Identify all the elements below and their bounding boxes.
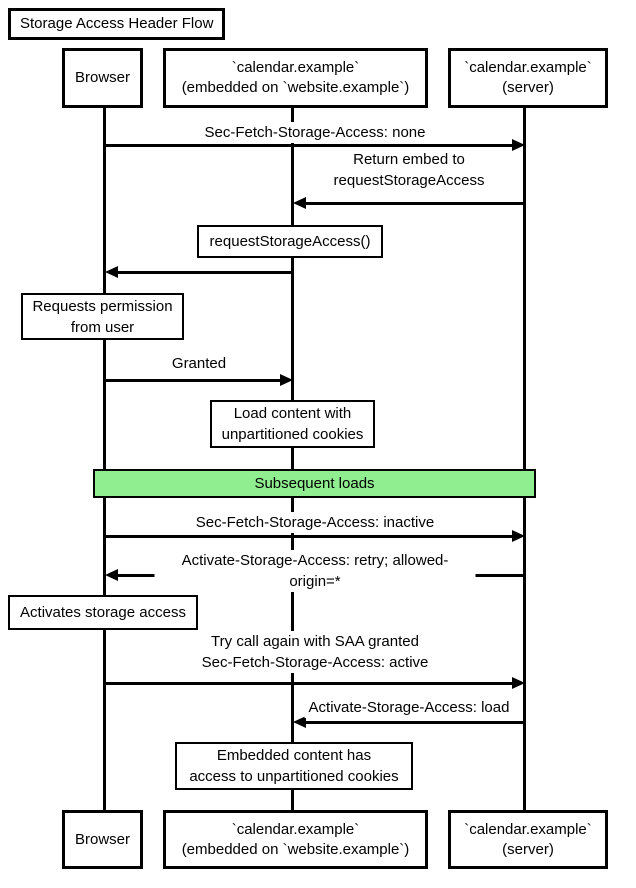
note-load-content: Load content with unpartitioned cookies <box>210 400 375 448</box>
arrow-line <box>105 535 514 538</box>
message-label-sec-fetch-none: Sec-Fetch-Storage-Access: none <box>200 122 430 143</box>
arrow-line <box>105 682 514 685</box>
note-activates-storage: Activates storage access <box>8 595 198 630</box>
actor-label: `calendar.example` (server) <box>464 820 592 858</box>
arrowhead-right-icon <box>512 530 525 542</box>
message-label-granted: Granted <box>167 353 231 374</box>
actor-browser-bottom: Browser <box>62 810 143 869</box>
note-requests-permission: Requests permission from user <box>21 293 184 340</box>
arrowhead-left-icon <box>105 266 118 278</box>
arrowhead-left-icon <box>293 716 306 728</box>
message-label-return-embed: Return embed to requestStorageAccess <box>329 149 489 191</box>
arrow-line <box>115 271 293 274</box>
arrowhead-right-icon <box>512 139 525 151</box>
arrowhead-left-icon <box>105 569 118 581</box>
note-embedded-access: Embedded content has access to unpartiti… <box>175 742 413 790</box>
lifeline-browser <box>103 106 106 812</box>
message-label-sec-fetch-inactive: Sec-Fetch-Storage-Access: inactive <box>191 512 439 533</box>
lifeline-server <box>523 106 526 812</box>
actor-embedded-bottom: `calendar.example` (embedded on `website… <box>163 810 428 869</box>
actor-label: `calendar.example` (embedded on `website… <box>181 59 410 96</box>
arrowhead-right-icon <box>512 677 525 689</box>
note-text: Embedded content has access to unpartiti… <box>189 747 399 785</box>
arrowhead-left-icon <box>293 197 306 209</box>
section-band-subsequent-loads: Subsequent loads <box>93 469 536 498</box>
actor-label: Browser <box>74 69 130 86</box>
diagram-title: Storage Access Header Flow <box>8 8 226 40</box>
note-text: requestStorageAccess() <box>209 233 371 250</box>
arrowhead-right-icon <box>280 374 293 386</box>
note-text: Requests permission from user <box>32 297 173 336</box>
band-label: Subsequent loads <box>254 475 375 492</box>
message-label-activate-load: Activate-Storage-Access: load <box>304 697 514 718</box>
arrow-line <box>105 379 283 382</box>
actor-label: Browser <box>74 830 130 848</box>
actor-browser-top: Browser <box>62 48 143 108</box>
note-request-storage-access: requestStorageAccess() <box>197 225 383 258</box>
note-text: Activates storage access <box>20 604 186 621</box>
arrow-line <box>304 202 525 205</box>
message-label-activate-retry: Activate-Storage-Access: retry; allowed-… <box>154 550 476 592</box>
actor-server-bottom: `calendar.example` (server) <box>448 810 608 869</box>
actor-label: `calendar.example` (server) <box>464 59 592 96</box>
message-label-try-again: Try call again with SAA granted Sec-Fetc… <box>197 631 433 673</box>
arrow-line <box>304 721 525 724</box>
note-text: Load content with unpartitioned cookies <box>221 405 364 443</box>
arrow-line <box>105 144 514 147</box>
actor-server-top: `calendar.example` (server) <box>448 48 608 108</box>
actor-embedded-top: `calendar.example` (embedded on `website… <box>163 48 428 108</box>
actor-label: `calendar.example` (embedded on `website… <box>181 820 410 858</box>
lifeline-embedded <box>291 106 294 812</box>
